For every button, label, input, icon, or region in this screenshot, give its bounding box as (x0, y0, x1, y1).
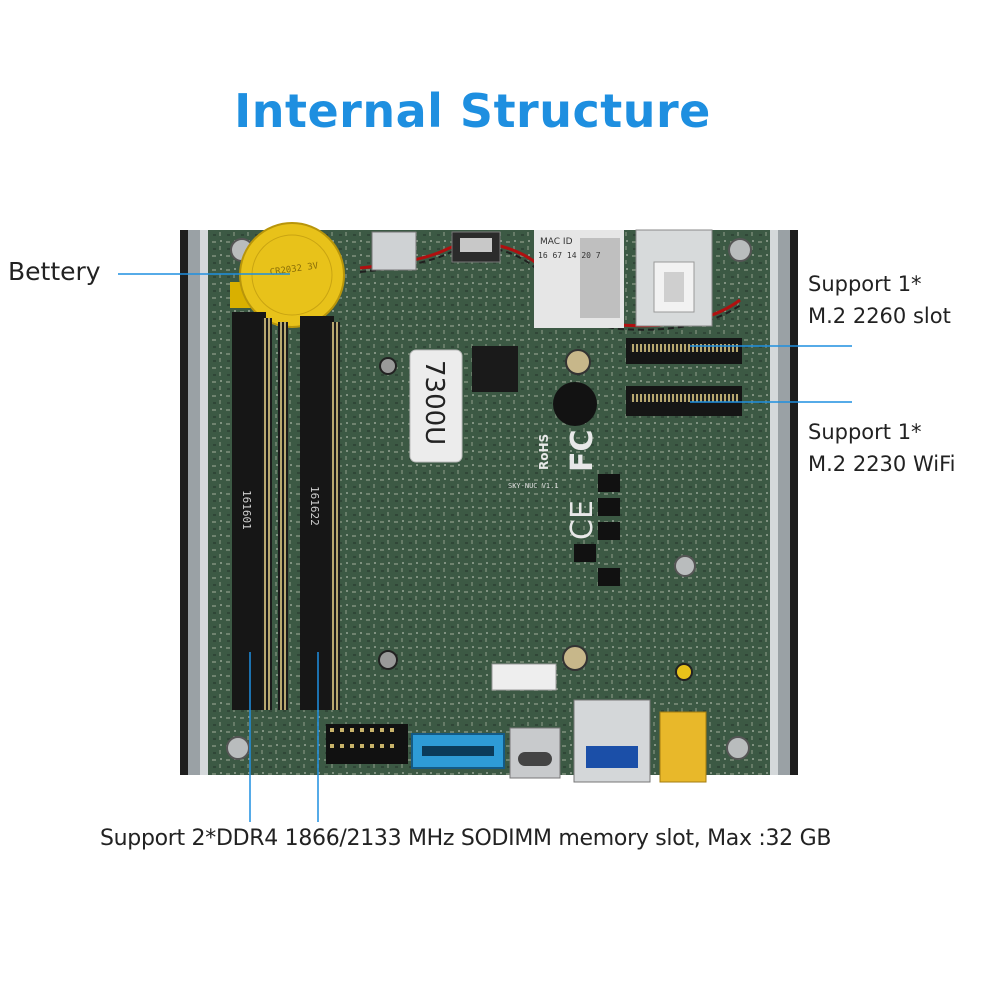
pin-header (326, 724, 408, 764)
hdmi-port (371, 231, 417, 271)
m2-2230-label: Support 1* M.2 2230 WiFi (808, 420, 956, 476)
usb-a-port-bottom (573, 699, 651, 783)
pointer-lines (118, 273, 852, 822)
m2-2260-label: Support 1* M.2 2260 slot (808, 272, 951, 328)
memory-label: Support 2*DDR4 1866/2133 MHz SODIMM memo… (100, 826, 832, 851)
svg-text:MAC ID: MAC ID (540, 237, 573, 247)
svg-text:7300U: 7300U (419, 360, 449, 445)
sodimm-slot-a (232, 312, 272, 710)
dimm-code-a: 161601 (240, 490, 253, 530)
mac-label: MAC ID 16 67 14 20 7 (534, 230, 624, 328)
cpu-sticker: 7300U (409, 349, 463, 463)
fan-header (491, 663, 557, 691)
audio-jack (659, 711, 707, 783)
model-mark: SKY-NUC V1.1 (508, 482, 559, 490)
fc-mark: FC (565, 429, 600, 472)
page-title: Internal Structure (234, 84, 711, 138)
buzzer (553, 382, 597, 426)
inductors (574, 474, 620, 586)
rohs-mark: RoHS (537, 434, 551, 470)
screw-icon (226, 238, 752, 760)
sodimm-slot-b (278, 316, 340, 710)
m2-2260-slot (626, 338, 742, 364)
dimm-code-b: 161622 (308, 486, 321, 526)
chip (472, 346, 518, 392)
m2-2230-slot (626, 386, 742, 416)
battery-label: Bettery (8, 257, 101, 286)
svg-text:16 67 14 20 7: 16 67 14 20 7 (538, 251, 601, 260)
ce-mark: CE (565, 500, 600, 540)
cmos-battery: CR2032 3V (230, 222, 345, 328)
